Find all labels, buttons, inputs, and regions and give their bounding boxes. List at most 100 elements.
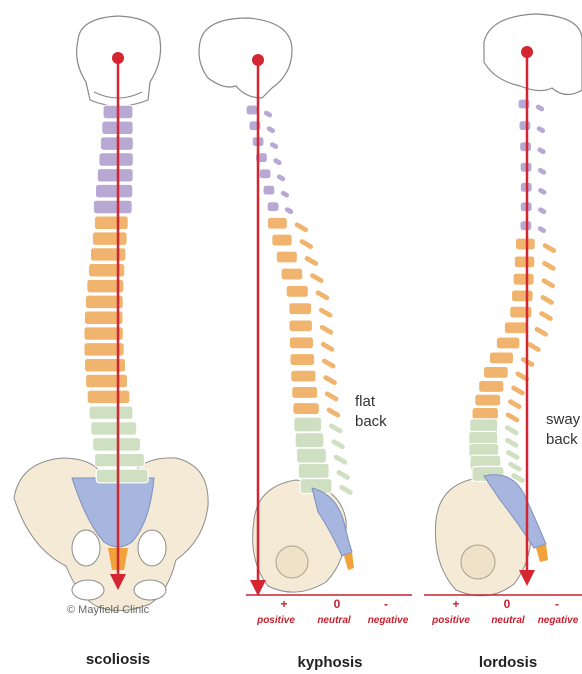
lordosis-caption: lordosis [479, 654, 537, 671]
spinous-process [536, 146, 548, 156]
scale-plus: + [280, 597, 287, 611]
vertebra [90, 248, 126, 262]
spinous-process [293, 221, 310, 234]
plumb-line-arrowhead [519, 570, 535, 586]
spinous-process [506, 460, 523, 473]
vertebra [89, 406, 133, 420]
scale-neutral: neutral [317, 615, 351, 626]
vertebra [472, 407, 499, 419]
obturator-right [134, 580, 166, 600]
hip-socket [461, 545, 495, 579]
spinous-process [279, 189, 291, 199]
spinous-process [319, 340, 336, 353]
vertebra [96, 469, 148, 483]
vertebra [513, 273, 534, 285]
spinous-process [314, 289, 331, 302]
vertebra [504, 322, 527, 334]
vertebra [94, 216, 128, 230]
sway-back-label-line-2: back [546, 431, 578, 448]
kyphosis-panel: flat back + 0 - positive neutral negativ… [199, 18, 412, 671]
vertebra [289, 320, 313, 332]
vertebra [520, 142, 532, 152]
vertebra [296, 448, 326, 463]
spinous-process [536, 166, 548, 176]
spinous-process [308, 271, 325, 284]
pelvis-opening-right [138, 530, 166, 566]
spinous-process [325, 406, 342, 419]
scoliosis-panel: © Mayfield Clinic scoliosis [14, 16, 208, 668]
vertebra [291, 370, 316, 382]
vertebra [88, 263, 124, 277]
spinous-process [262, 109, 274, 119]
spinous-process [510, 384, 527, 397]
skull [484, 14, 582, 95]
spinous-process [540, 277, 557, 290]
scale-negative: negative [538, 615, 579, 626]
vertebra [272, 234, 293, 246]
scale-minus: - [384, 597, 388, 611]
spinous-process [535, 125, 547, 135]
scale-neutral: neutral [491, 615, 525, 626]
vertebra [86, 374, 128, 388]
vertebra [510, 306, 532, 318]
spinous-process [534, 103, 546, 113]
vertebra [263, 185, 275, 195]
scale-positive: positive [431, 615, 470, 626]
vertebra [97, 168, 133, 182]
vertebra [95, 184, 133, 198]
scale-zero: 0 [504, 597, 511, 611]
spinous-process [318, 323, 335, 336]
vertebra [298, 463, 329, 478]
lordosis-panel: sway back + 0 - positive neutral negativ… [424, 14, 582, 671]
vertebra [281, 268, 303, 280]
vertebra [515, 238, 535, 250]
spinous-process [538, 310, 555, 323]
vertebra [276, 251, 297, 263]
vertebra [475, 394, 501, 406]
vertebra [87, 390, 130, 404]
spinous-process [327, 422, 344, 435]
flat-back-label-line-2: back [355, 413, 387, 430]
scale-minus: - [555, 597, 559, 611]
spinous-process [536, 186, 548, 196]
vertebra [519, 121, 531, 131]
scale-positive: positive [256, 615, 295, 626]
spinous-process [338, 483, 355, 496]
spinous-process [303, 254, 320, 267]
vertebra [289, 337, 313, 349]
vertebra [514, 256, 535, 268]
spinous-process [265, 125, 277, 135]
vertebra [286, 285, 308, 297]
sway-back-label-line-1: sway [546, 411, 581, 428]
spinous-process [504, 411, 521, 424]
spinous-process [536, 225, 548, 235]
vertebra [496, 337, 520, 349]
spinous-process [322, 374, 339, 387]
spinous-process [298, 237, 315, 250]
spinous-process [275, 173, 287, 183]
spinous-process [330, 438, 347, 451]
scale-plus: + [452, 597, 459, 611]
vertebra [94, 453, 144, 467]
credit-text: © Mayfield Clinic [67, 604, 150, 616]
vertebra [91, 422, 137, 436]
spinous-process [533, 325, 550, 338]
vertebra [294, 417, 322, 432]
scale-negative: negative [368, 615, 409, 626]
vertebra [511, 290, 533, 302]
hip-socket [276, 546, 308, 578]
vertebra [99, 153, 134, 167]
spinous-process [323, 390, 340, 403]
spinous-process [283, 206, 295, 216]
vertebra [295, 433, 324, 448]
spinous-process [335, 468, 352, 481]
plumb-line-arrowhead [250, 580, 266, 596]
vertebra [489, 352, 513, 364]
vertebra [84, 358, 125, 372]
vertebra [290, 354, 315, 366]
scoliosis-vertebrae [84, 105, 148, 483]
scale-zero: 0 [334, 597, 341, 611]
spinous-process [540, 259, 557, 272]
spinous-process [506, 398, 523, 411]
